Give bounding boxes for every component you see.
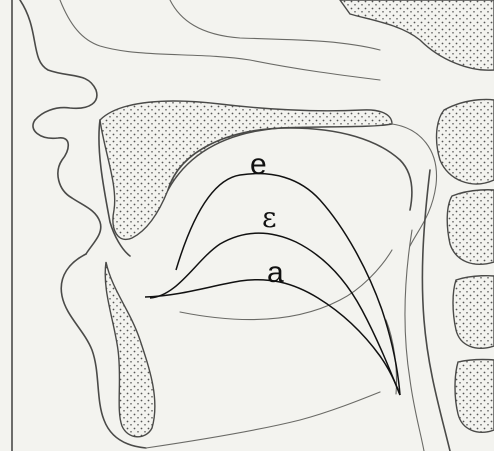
skull-base <box>340 0 494 70</box>
upper-lip <box>33 120 101 254</box>
vowel-label-epsilon: ɛ <box>262 204 277 232</box>
frontal-line <box>60 0 380 80</box>
mandible <box>146 392 380 448</box>
vertebra-3 <box>453 276 494 349</box>
vowel-label-a: a <box>267 258 284 288</box>
lower-incisor-root <box>105 262 155 437</box>
tongue-curve-a <box>145 280 400 395</box>
vertebra-4 <box>455 360 494 433</box>
pharyngeal-wall <box>422 170 450 451</box>
hard-palate <box>100 101 392 239</box>
velum <box>392 124 437 246</box>
vertebra-2 <box>447 190 494 264</box>
nasal-outline <box>20 0 97 120</box>
vowel-label-e: e <box>250 150 267 180</box>
pharynx-inner <box>405 230 424 451</box>
vertebra-1 <box>437 99 494 183</box>
